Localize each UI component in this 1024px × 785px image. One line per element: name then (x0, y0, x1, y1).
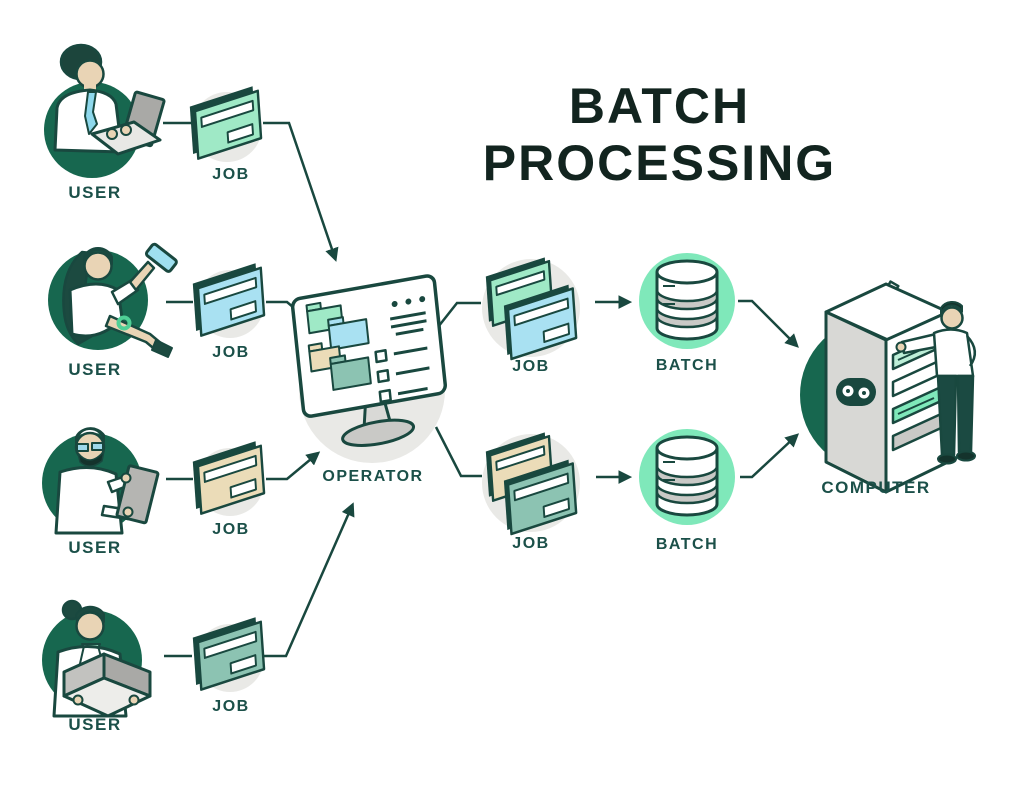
grouped-job-top-node (482, 257, 580, 361)
user-3-label: USER (68, 538, 122, 557)
job-folder-front-icon (503, 459, 578, 536)
job-card-icon (192, 617, 266, 691)
job-3-node (192, 441, 266, 516)
arrow-batchbottom-computer (740, 433, 800, 479)
job-card-icon (192, 441, 266, 515)
batch-bottom-label: BATCH (655, 536, 719, 553)
user-3-illustration (54, 427, 160, 535)
user-1-illustration (53, 43, 166, 156)
flow-arrows (163, 121, 800, 658)
batch-top-label: BATCH (655, 357, 719, 374)
job-4-node (192, 617, 266, 692)
job-1-label: JOB (212, 166, 250, 183)
user-2-node (48, 242, 178, 358)
user-4-node (42, 599, 152, 718)
monitor-icon (290, 274, 447, 447)
user-4-label: USER (68, 715, 122, 734)
operator-node (290, 274, 447, 463)
arrow-job3-operator (266, 451, 321, 481)
operator-label: OPERATOR (322, 468, 424, 485)
user-4-illustration (52, 599, 152, 718)
grouped-job-bottom-label: JOB (512, 535, 550, 552)
arrow-job1-operator (263, 121, 339, 262)
grouped-job-bottom-node (482, 432, 580, 536)
job-3-label: JOB (212, 521, 250, 538)
title-line-2: PROCESSING (482, 135, 837, 191)
diagram-title: BATCH PROCESSING (452, 78, 867, 192)
user-1-label: USER (68, 183, 122, 202)
arrow-batchtop-computer (738, 299, 799, 348)
arrow-job4-operator (264, 502, 355, 658)
computer-label: COMPUTER (821, 478, 931, 497)
line-operator-jobbottom (434, 426, 482, 478)
person-illustration (895, 300, 976, 465)
job-card-icon (192, 263, 266, 337)
database-icon (655, 435, 719, 517)
user-3-node (42, 427, 160, 535)
job-4-label: JOB (212, 698, 250, 715)
user-2-illustration (62, 242, 178, 358)
title-line-1: BATCH (568, 78, 751, 134)
job-2-node (192, 263, 266, 338)
job-card-icon (189, 86, 263, 160)
user-1-node (44, 43, 166, 178)
grouped-job-top-label: JOB (512, 358, 550, 375)
database-icon (655, 259, 719, 341)
server-icon (824, 282, 950, 494)
batch-top-node (639, 253, 735, 349)
computer-node (800, 280, 976, 494)
batch-bottom-node (639, 429, 735, 525)
job-1-node (189, 86, 263, 162)
job-2-label: JOB (212, 344, 250, 361)
user-2-label: USER (68, 360, 122, 379)
job-folder-front-icon (503, 284, 578, 361)
